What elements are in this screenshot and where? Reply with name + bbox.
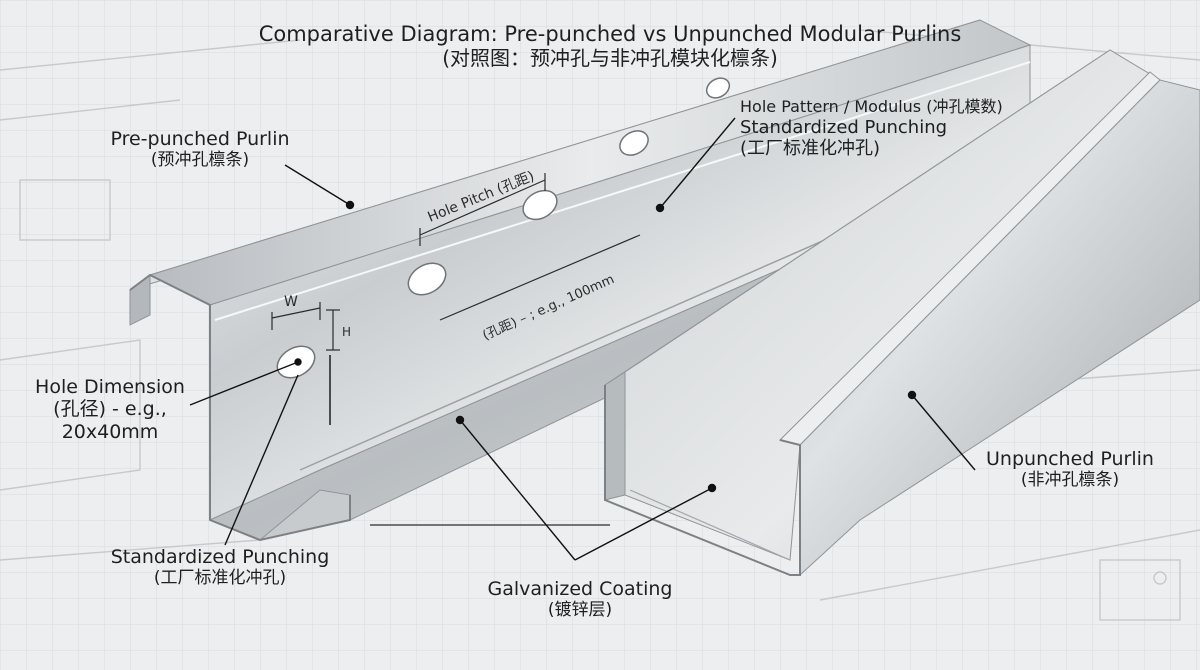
hole-pattern-line2: Standardized Punching [740,116,948,138]
unpunched-line2: (非冲孔檩条) [1020,470,1120,491]
galvanized-line1: Galvanized Coating [487,578,673,600]
title-cn: (对照图：预冲孔与非冲孔模块化檩条) [442,45,778,70]
standardized-punching-line2: (工厂标准化冲孔) [153,568,287,589]
prepunched-line2: (预冲孔檩条) [150,150,250,171]
hole-dimension-line1: Hole Dimension [35,376,185,398]
label-hole-pattern: Hole Pattern / Modulus (冲孔模数) Standardiz… [740,97,1003,160]
hole-dimension-line3: 20x40mm [61,420,159,443]
height-mark: H [342,325,351,339]
dimension-marks [271,173,641,526]
width-mark: W [284,294,298,310]
hole-dimension-line2: (孔径) - e.g., [53,398,167,421]
unpunched-line1: Unpunched Purlin [986,448,1154,470]
standardized-punching-line1: Standardized Punching [110,546,330,568]
unpunched-purlin [604,49,1200,577]
label-unpunched-purlin: Unpunched Purlin (非冲孔檩条) [960,448,1180,490]
leader-lines [189,117,976,561]
label-standardized-punching: Standardized Punching (工厂标准化冲孔) [70,546,370,588]
prepunched-line1: Pre-punched Purlin [110,128,290,150]
diagram-title: Comparative Diagram: Pre-punched vs Unpu… [160,22,1060,70]
hole-pattern-line3: (工厂标准化冲孔) [740,138,881,160]
label-prepunched-purlin: Pre-punched Purlin (预冲孔檩条) [85,128,315,170]
title-en: Comparative Diagram: Pre-punched vs Unpu… [258,22,962,46]
hole-pattern-line1: Hole Pattern / Modulus (冲孔模数) [740,97,1003,116]
label-galvanized-coating: Galvanized Coating (镀锌层) [460,578,700,620]
galvanized-line2: (镀锌层) [547,600,613,621]
label-hole-dimension: Hole Dimension (孔径) - e.g., 20x40mm [20,376,200,443]
